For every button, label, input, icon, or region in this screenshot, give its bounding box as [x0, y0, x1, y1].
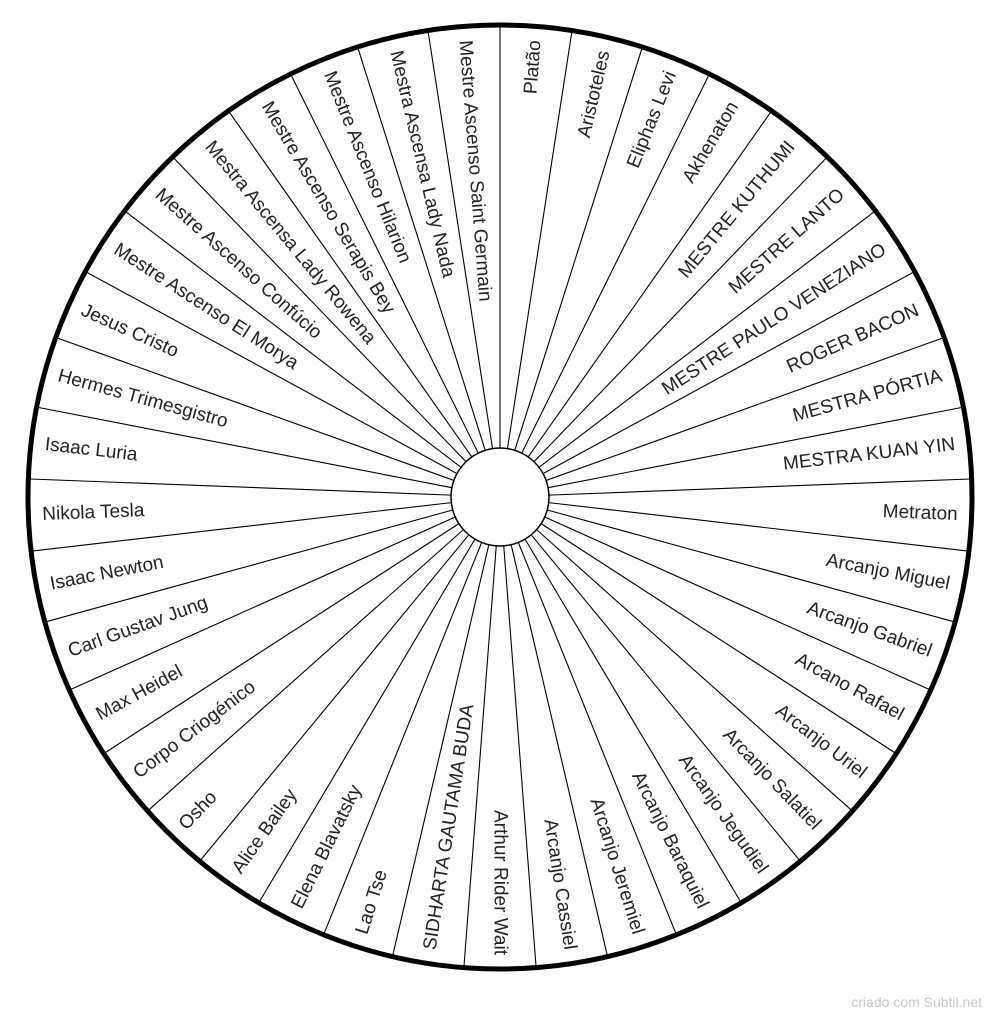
wheel-divider — [290, 75, 479, 454]
wheel-divider — [527, 112, 771, 458]
wheel-divider — [427, 32, 494, 449]
wheel-divider — [86, 271, 458, 475]
wheel-divider — [524, 538, 741, 902]
wheel-divider — [533, 157, 827, 463]
wheel-divider — [521, 75, 710, 454]
wheel-divider — [357, 48, 486, 451]
wheel-center-circle — [450, 447, 550, 547]
wheel-divider — [200, 534, 470, 860]
wheel-divider — [536, 529, 852, 811]
wheel-divider — [538, 211, 875, 468]
wheel-divider — [517, 542, 677, 934]
wheel-divider — [506, 32, 573, 449]
wheel-label: Nikola Tesla — [42, 500, 145, 525]
wheel-divider — [547, 509, 954, 623]
wheel-divider — [229, 112, 473, 458]
wheel-divider — [70, 516, 456, 690]
wheel-divider — [105, 523, 460, 753]
credit-text: criado com Subtil.net — [851, 994, 982, 1010]
wheel-divider — [259, 538, 476, 902]
wheel-divider — [148, 529, 464, 811]
wheel-divider — [514, 48, 643, 451]
wheel-divider — [30, 478, 452, 496]
wheel-divider — [510, 544, 608, 955]
wheel-label: Platão — [520, 40, 545, 95]
wheel-divider — [547, 406, 962, 489]
wheel-divider — [57, 337, 455, 481]
wheel-divider — [392, 544, 490, 955]
wheel-divider — [540, 523, 895, 753]
wheel-divider — [545, 337, 943, 481]
wheel-label: Metraton — [882, 501, 958, 525]
wheel-divider — [323, 542, 483, 934]
wheel-divider — [125, 211, 462, 468]
wheel-divider — [33, 502, 452, 552]
wheel-divider — [46, 509, 453, 623]
wheel-divider — [548, 502, 967, 552]
wheel-divider — [544, 516, 930, 690]
wheel-dividers — [30, 27, 970, 966]
wheel-divider — [173, 157, 467, 463]
wheel-divider — [530, 534, 800, 860]
wheel-divider — [463, 545, 497, 966]
wheel-divider — [542, 271, 914, 475]
wheel-divider — [38, 406, 453, 489]
wheel-outer-ring — [25, 22, 975, 972]
wheel-label: Arthur Rider Wait — [490, 810, 511, 956]
wheel-divider — [503, 545, 537, 966]
wheel-divider — [548, 478, 970, 496]
